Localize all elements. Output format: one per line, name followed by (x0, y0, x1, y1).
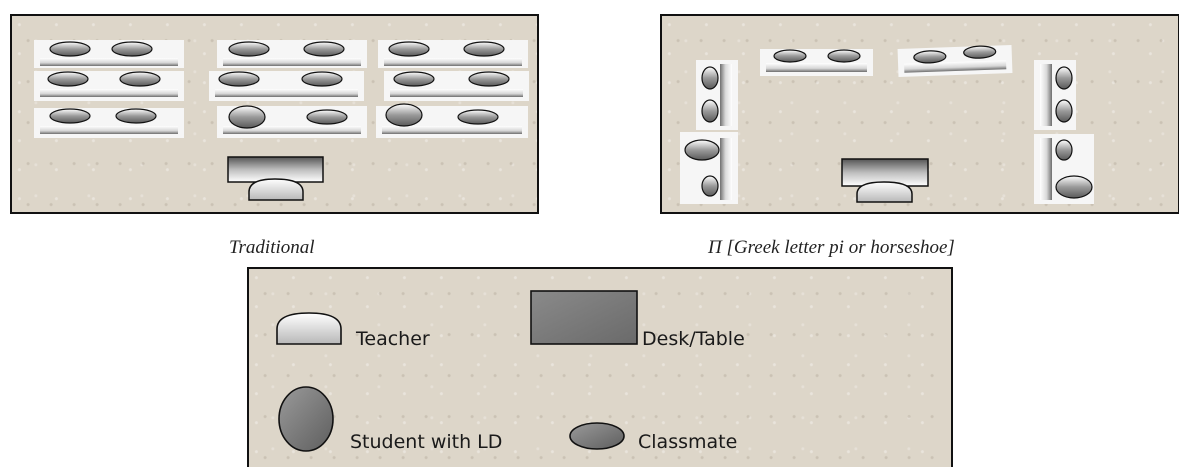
legend-panel: Teacher Desk/Table Student with LD Class… (247, 267, 953, 467)
desk-group (1034, 134, 1094, 204)
desk-group (680, 132, 738, 204)
desk-group (34, 108, 184, 138)
desk-group (376, 103, 528, 138)
horseshoe-layout-panel (660, 14, 1179, 214)
desk-group (378, 40, 528, 68)
desk-group (696, 60, 738, 130)
desk-group (897, 45, 1013, 77)
student-ld-seat (1055, 175, 1093, 199)
legend-label-student-ld: Student with LD (350, 431, 503, 453)
desk-group (760, 49, 873, 76)
desk-group (34, 71, 184, 101)
teacher-desk-group (841, 158, 929, 203)
student-ld-icon (278, 386, 334, 452)
horseshoe-caption: Π [Greek letter pi or horseshoe] (708, 237, 955, 258)
desk-icon (530, 290, 638, 345)
classmate-icon (569, 422, 625, 450)
horseshoe-layout-drawing (680, 45, 1094, 204)
legend-label-classmate: Classmate (638, 431, 738, 453)
teacher-icon (276, 312, 342, 345)
desk-group (217, 40, 367, 68)
desk-group (209, 71, 364, 101)
student-ld-seat (228, 105, 266, 129)
legend-label-teacher: Teacher (356, 328, 430, 350)
traditional-layout-panel (10, 14, 539, 214)
student-ld-seat (684, 139, 720, 161)
teacher-desk-group (227, 156, 324, 201)
desk-group (34, 40, 184, 68)
desk-group (217, 105, 367, 138)
student-ld-seat (385, 103, 423, 127)
traditional-caption: Traditional (229, 237, 315, 258)
desk-group (1034, 60, 1076, 130)
traditional-layout-drawing (34, 40, 529, 201)
desk-group (384, 71, 529, 101)
legend-label-desk: Desk/Table (642, 328, 745, 350)
